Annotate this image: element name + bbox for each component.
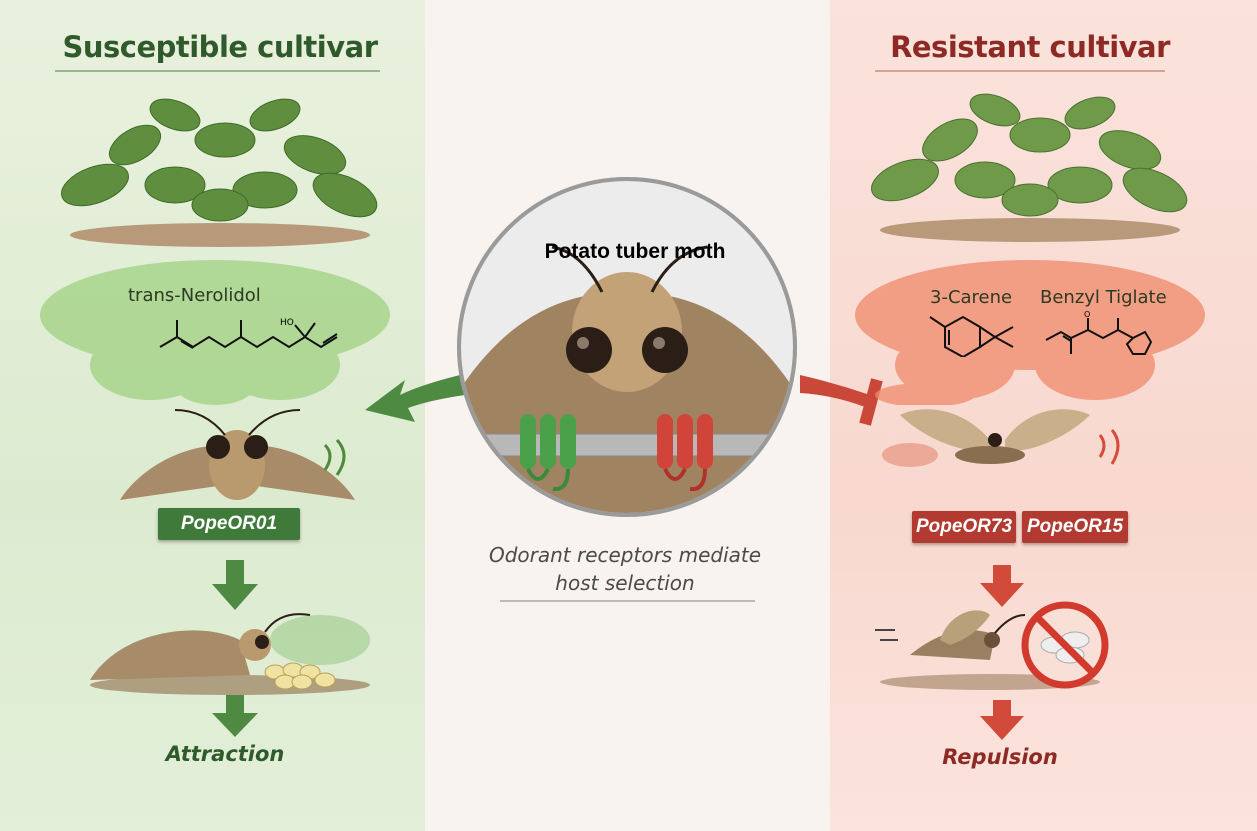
moth-title: Potato tuber moth bbox=[544, 240, 726, 263]
moth-flying-icon bbox=[882, 409, 1120, 467]
red-receptor-icon bbox=[657, 414, 713, 492]
carene-label: 3-Carene bbox=[930, 287, 1013, 308]
moth-closeup-circle bbox=[457, 177, 797, 517]
caption-line-2: host selection bbox=[555, 571, 695, 595]
no-eggs-icon bbox=[1021, 601, 1109, 689]
down-arrow-icon bbox=[212, 695, 258, 737]
receptor-badge-popeor01: PopeOR01 bbox=[158, 508, 300, 540]
green-scent-cloud bbox=[40, 260, 390, 405]
title-underline bbox=[55, 70, 380, 72]
caption-underline bbox=[500, 600, 755, 602]
down-arrow-icon bbox=[212, 560, 258, 610]
repelled-moth-icon bbox=[875, 601, 1109, 690]
potato-plant-icon bbox=[61, 98, 378, 247]
caption-line-1: Odorant receptors mediate bbox=[488, 543, 762, 567]
receptor-badge-popeor73: PopeOR73 bbox=[912, 511, 1016, 543]
resistant-title: Resistant cultivar bbox=[890, 30, 1170, 64]
nerolidol-label: trans-Nerolidol bbox=[128, 285, 261, 306]
repulsion-label: Repulsion bbox=[942, 745, 1058, 769]
oxygen-label: O bbox=[1084, 310, 1090, 319]
potato-plant-icon bbox=[871, 93, 1188, 242]
green-receptor-icon bbox=[520, 414, 576, 492]
benzyl-tiglate-label: Benzyl Tiglate bbox=[1040, 287, 1167, 308]
attraction-label: Attraction bbox=[165, 742, 285, 766]
carene-structure bbox=[929, 315, 1014, 357]
benzyl-tiglate-structure: O bbox=[1045, 310, 1153, 355]
receptor-badge-popeor15: PopeOR15 bbox=[1022, 511, 1128, 543]
inhibition-arrow-icon bbox=[800, 375, 883, 426]
hydroxyl-label: HO bbox=[280, 318, 294, 328]
down-arrow-icon bbox=[980, 565, 1024, 607]
nerolidol-structure: HO bbox=[159, 318, 338, 349]
down-arrow-icon bbox=[980, 700, 1024, 740]
susceptible-title: Susceptible cultivar bbox=[62, 30, 378, 64]
title-underline bbox=[875, 70, 1165, 72]
moth-laying-eggs-icon bbox=[90, 613, 370, 695]
attraction-arrow-icon bbox=[365, 375, 465, 422]
red-scent-cloud bbox=[855, 260, 1205, 405]
moth-front-icon bbox=[120, 409, 355, 500]
